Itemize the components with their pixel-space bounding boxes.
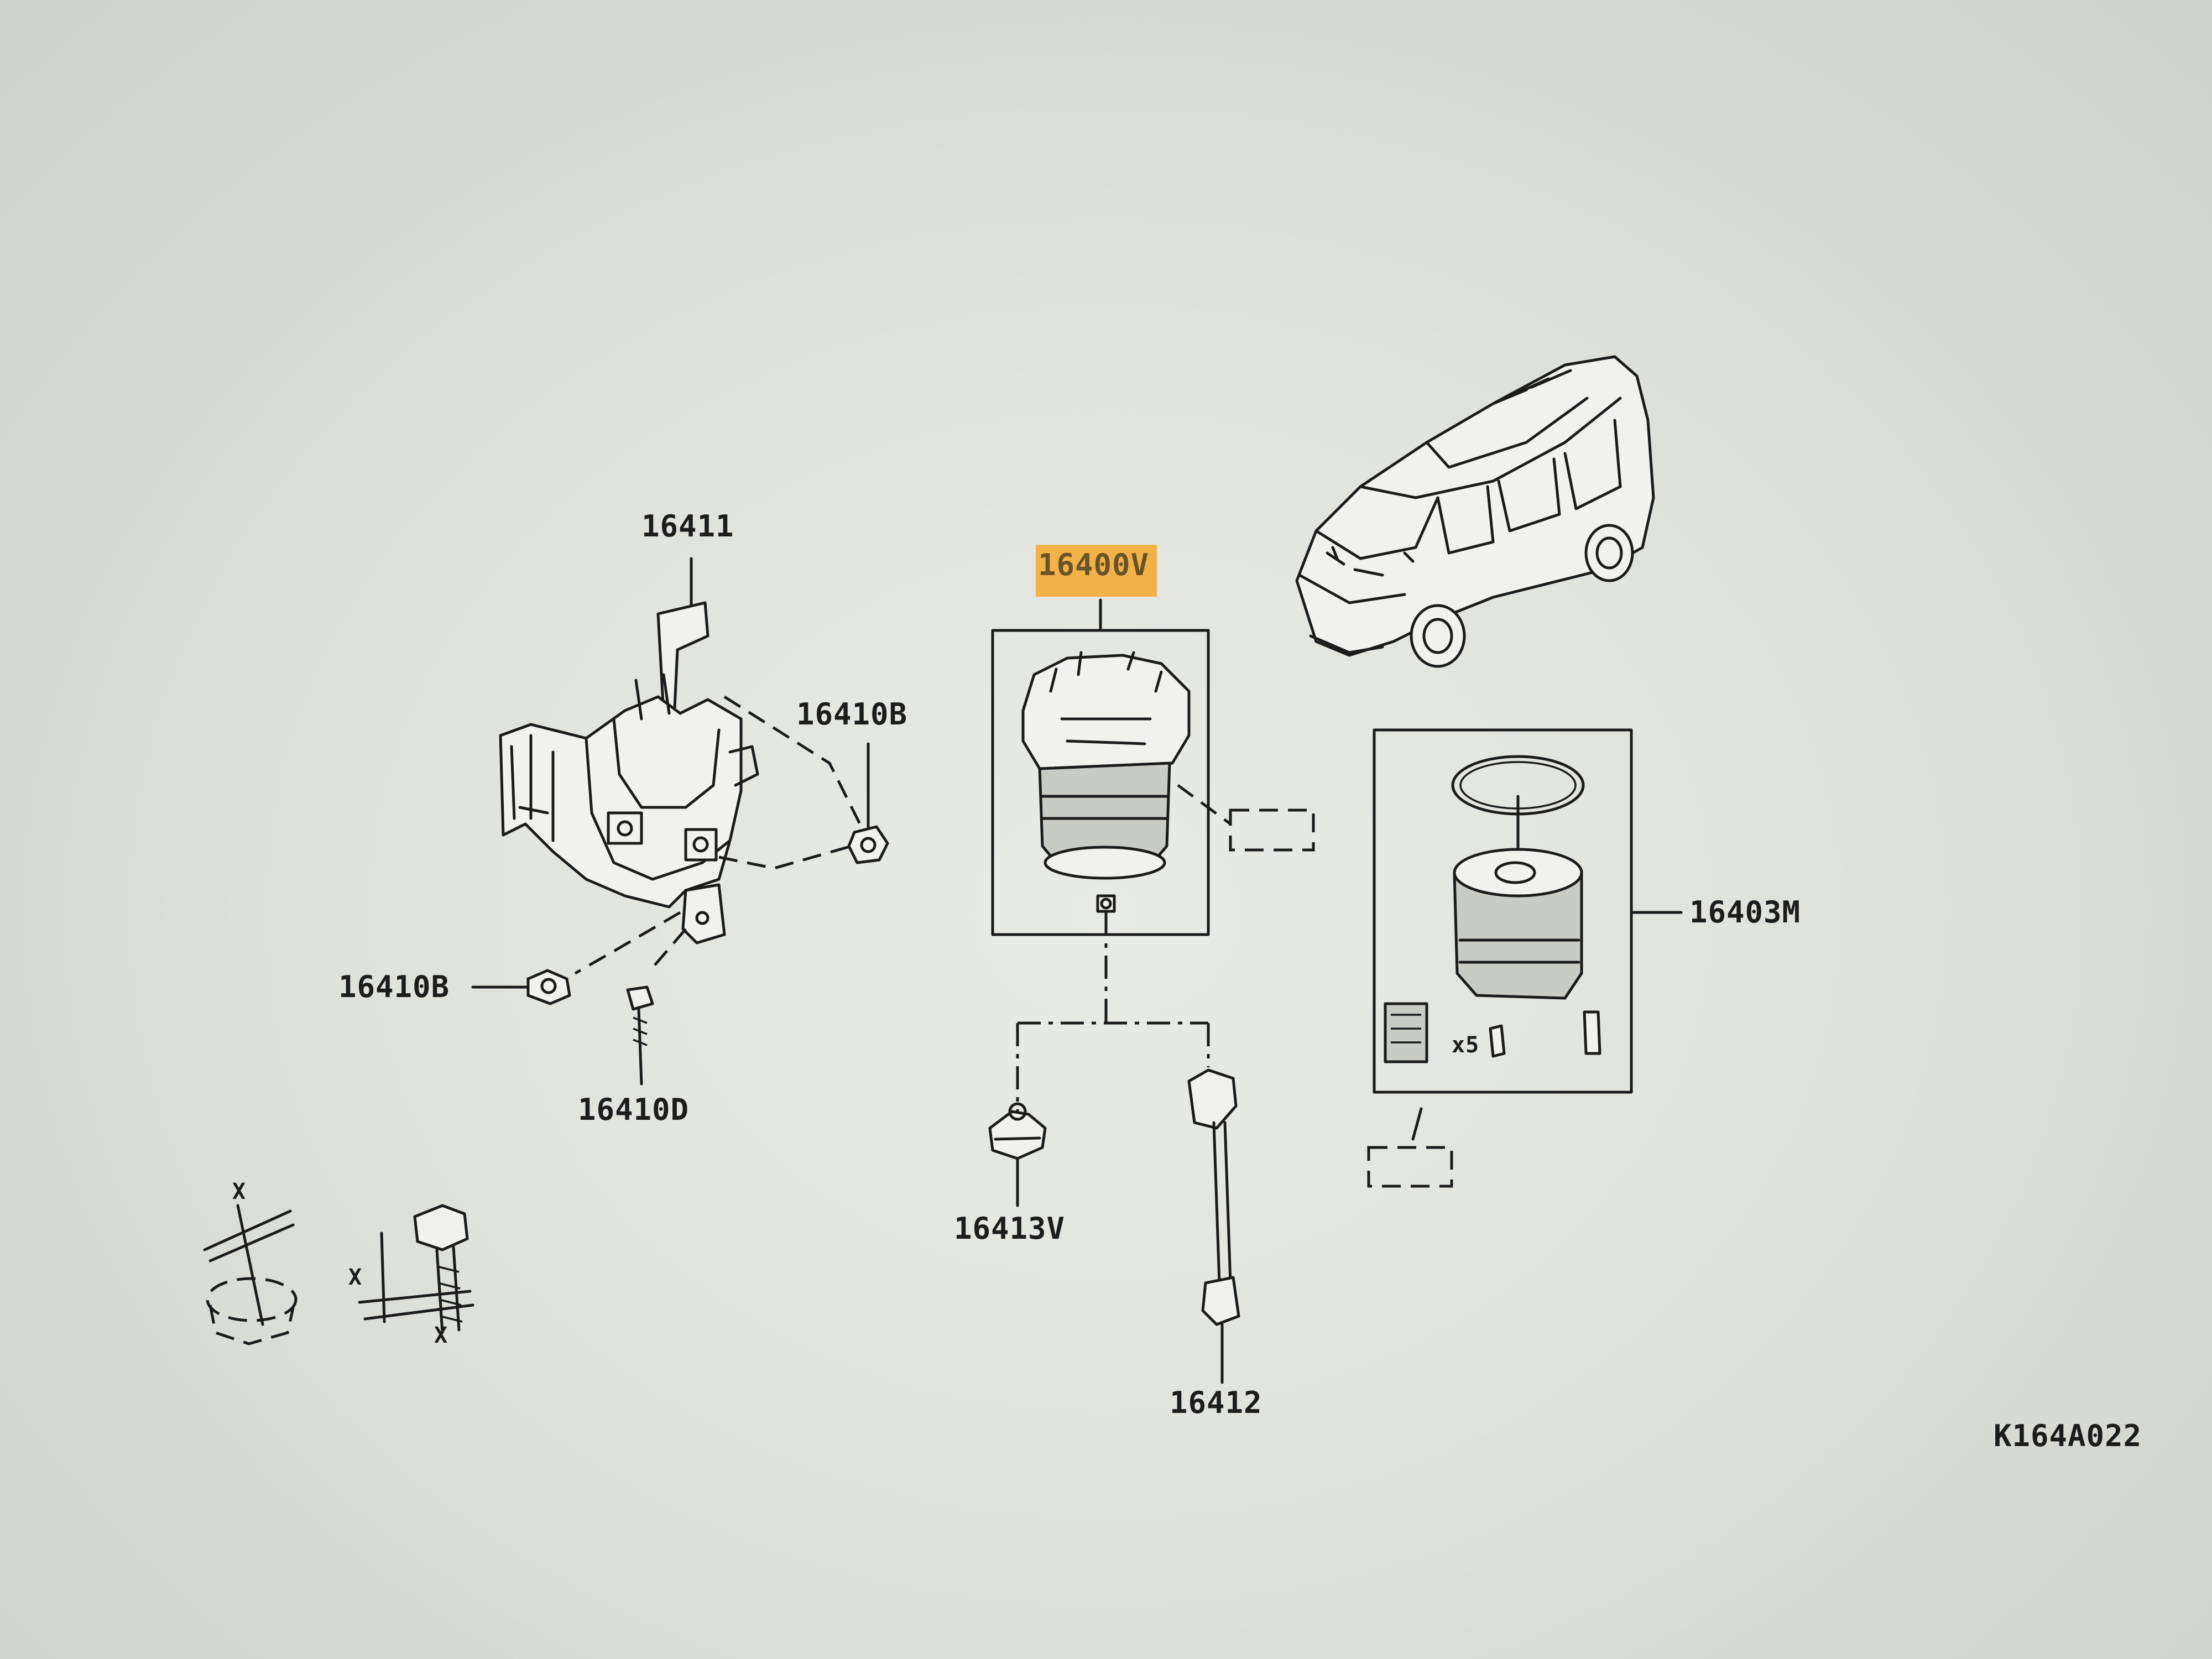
bracket-assembly — [499, 557, 759, 945]
nut-16410b-left — [471, 969, 571, 1005]
nut-16410b-right — [847, 742, 889, 864]
washer-quantity: x5 — [1452, 1032, 1480, 1058]
bolt-16410d — [626, 985, 654, 1086]
sensor-16413v — [988, 1102, 1047, 1207]
part-label-16411: 16411 — [641, 509, 734, 544]
filter-assembly — [991, 598, 1210, 936]
harness-16412 — [1187, 1068, 1240, 1384]
part-label-16403m: 16403M — [1689, 895, 1801, 930]
part-label-16412: 16412 — [1170, 1385, 1262, 1420]
torque-marker-x-2: X — [348, 1265, 363, 1290]
part-label-16400v-highlighted: 16400V — [1036, 545, 1157, 597]
part-label-16413v: 16413V — [954, 1211, 1066, 1246]
service-kit — [1373, 728, 1683, 1094]
diagram-code: K164A022 — [1994, 1418, 2142, 1453]
filter-chain-lines — [1016, 912, 1210, 1112]
torque-marker-x-1: X — [232, 1179, 247, 1204]
torque-marker-x-3: X — [434, 1323, 448, 1348]
filter-reference-box — [1177, 784, 1315, 852]
vehicle-illustration — [1295, 355, 1655, 668]
kit-reference-box — [1367, 1107, 1453, 1188]
part-label-16410b-right: 16410B — [796, 697, 908, 732]
bolt-torque-symbol — [358, 1204, 474, 1334]
part-label-16410d: 16410D — [578, 1092, 690, 1127]
nut-torque-symbol — [203, 1204, 298, 1345]
part-label-16410b-left: 16410B — [338, 969, 450, 1004]
